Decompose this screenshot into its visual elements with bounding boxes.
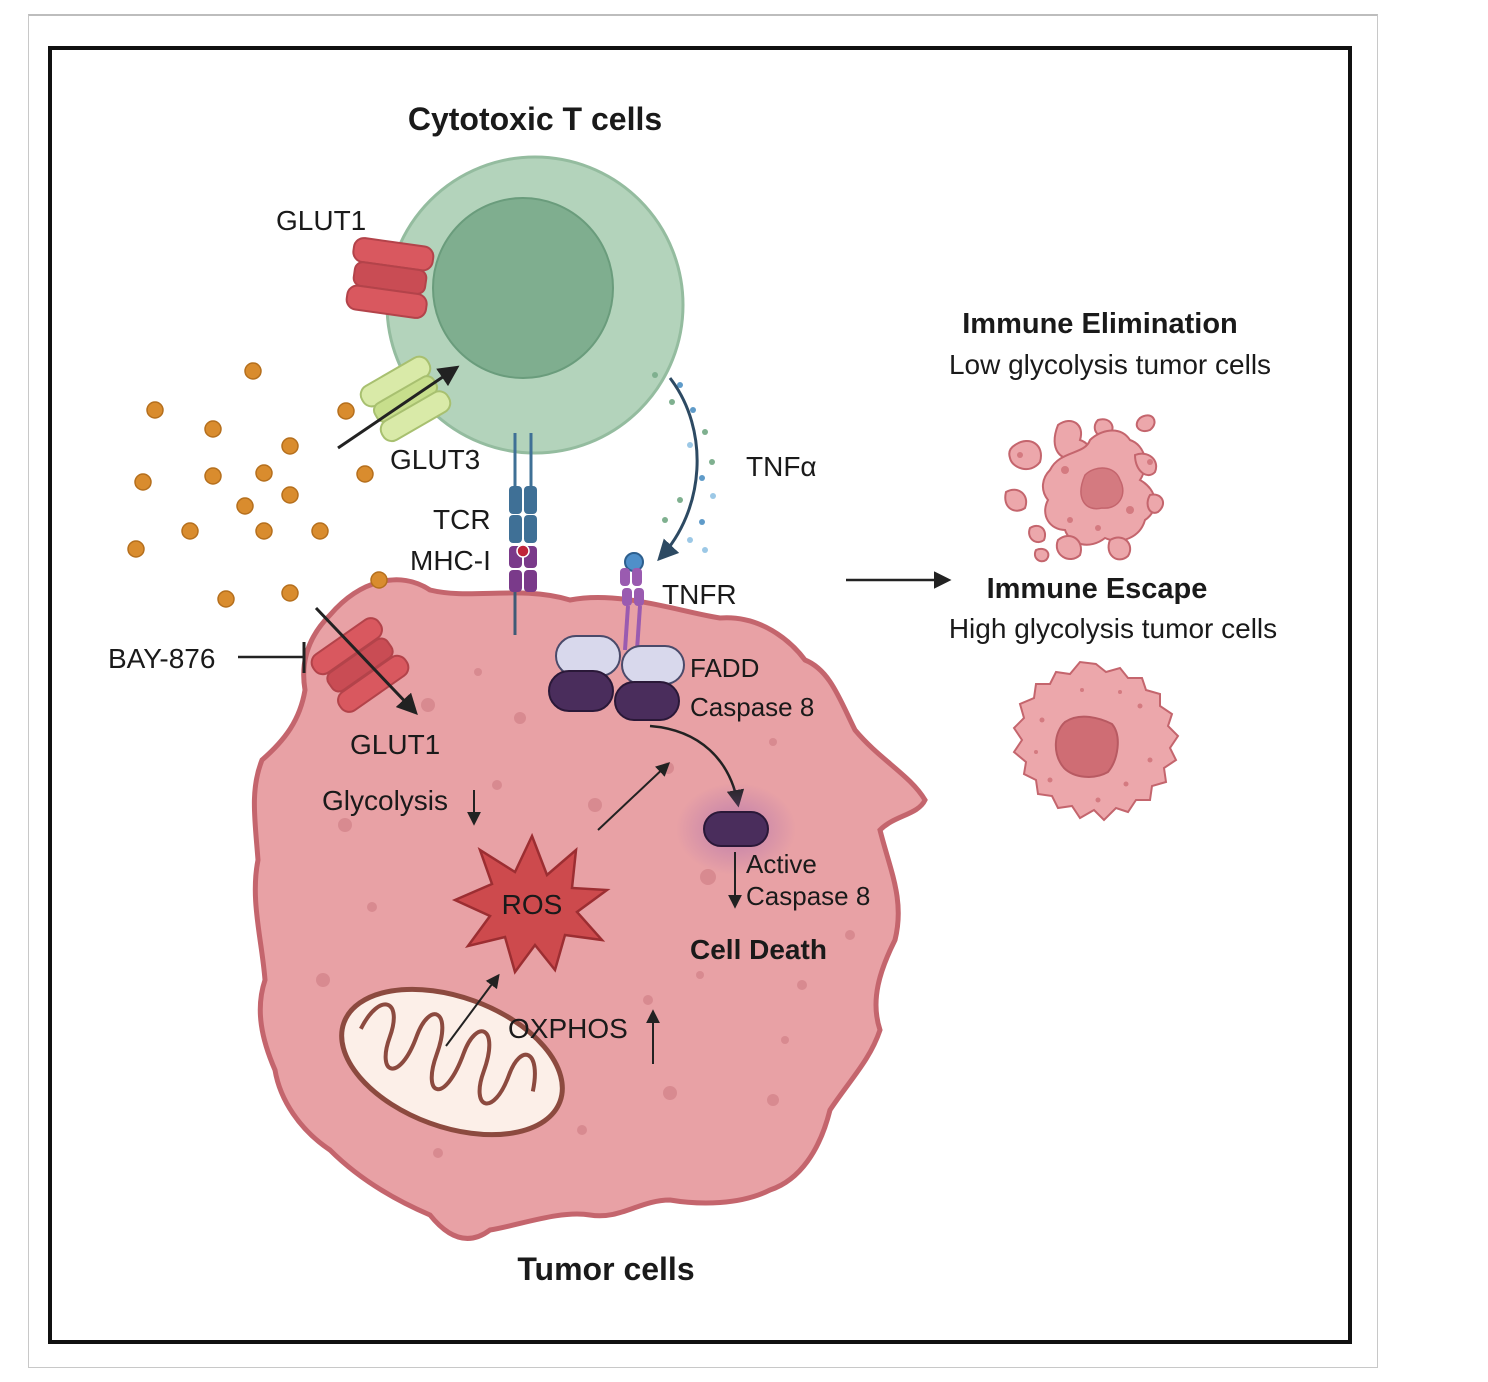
tnfr-label: TNFR: [662, 579, 737, 610]
glycolysis-label: Glycolysis: [322, 785, 448, 816]
active-caspase8-protein: [703, 811, 769, 847]
fadd-label: FADD: [690, 653, 759, 683]
tnfr-receptor: [620, 552, 644, 651]
mito-to-ros-arrow: [445, 973, 500, 1047]
tcr-label: TCR: [433, 504, 491, 535]
diagram-frame: [48, 46, 1352, 1344]
outer-frame: [28, 14, 1378, 1368]
fragmented-tumor-nucleus: [1080, 467, 1124, 510]
glut3-label: GLUT3: [390, 444, 480, 475]
fadd-protein-right: [621, 645, 685, 685]
high-glycolysis-subheading: High glycolysis tumor cells: [949, 613, 1277, 644]
glut1-transporter-tcell: [345, 237, 435, 319]
intact-tumor-speckles: [1034, 688, 1153, 803]
caspase8-protein-right: [614, 681, 680, 721]
intact-tumor-nucleus: [1054, 715, 1119, 778]
mitochondrion: [339, 986, 565, 1138]
cell-death-label: Cell Death: [690, 934, 827, 965]
tcr-receptor: [509, 433, 537, 543]
tumor-title: Tumor cells: [517, 1251, 694, 1287]
immune-escape-heading: Immune Escape: [987, 573, 1208, 605]
glut1-tumor-label: GLUT1: [350, 729, 440, 760]
mhc-i-complex: [509, 544, 537, 635]
tcell-title: Cytotoxic T cells: [408, 101, 662, 137]
ros-star: [451, 832, 611, 975]
caspase8-label: Caspase 8: [690, 692, 814, 722]
mhc-label: MHC-I: [410, 545, 491, 576]
active-label: Active: [746, 849, 817, 879]
low-glycolysis-subheading: Low glycolysis tumor cells: [949, 349, 1271, 380]
ros-label: ROS: [502, 889, 563, 920]
ros-to-caspase-arrow: [597, 762, 671, 831]
tnf-alpha-particles: [652, 372, 716, 553]
immune-elimination-heading: Immune Elimination: [962, 308, 1238, 340]
tnf-alpha-arrow: [657, 377, 699, 562]
glucose-molecules: [127, 362, 388, 608]
glucose-uptake-arrow-tcell: [337, 365, 460, 450]
caspase8-protein-left: [548, 670, 614, 712]
glut1-tcell-label: GLUT1: [276, 205, 366, 236]
active-caspase8-label: Caspase 8: [746, 881, 870, 911]
glucose-uptake-arrow-tumor: [314, 606, 418, 716]
t-cell-nucleus: [432, 197, 614, 379]
glut1-transporter-tumor: [310, 617, 410, 713]
glut3-transporter: [359, 355, 452, 443]
fragmented-tumor-speckles: [1017, 452, 1153, 531]
tnfa-label: TNFα: [746, 451, 817, 482]
bay876-label: BAY-876: [108, 643, 215, 674]
oxphos-label: OXPHOS: [508, 1013, 628, 1044]
